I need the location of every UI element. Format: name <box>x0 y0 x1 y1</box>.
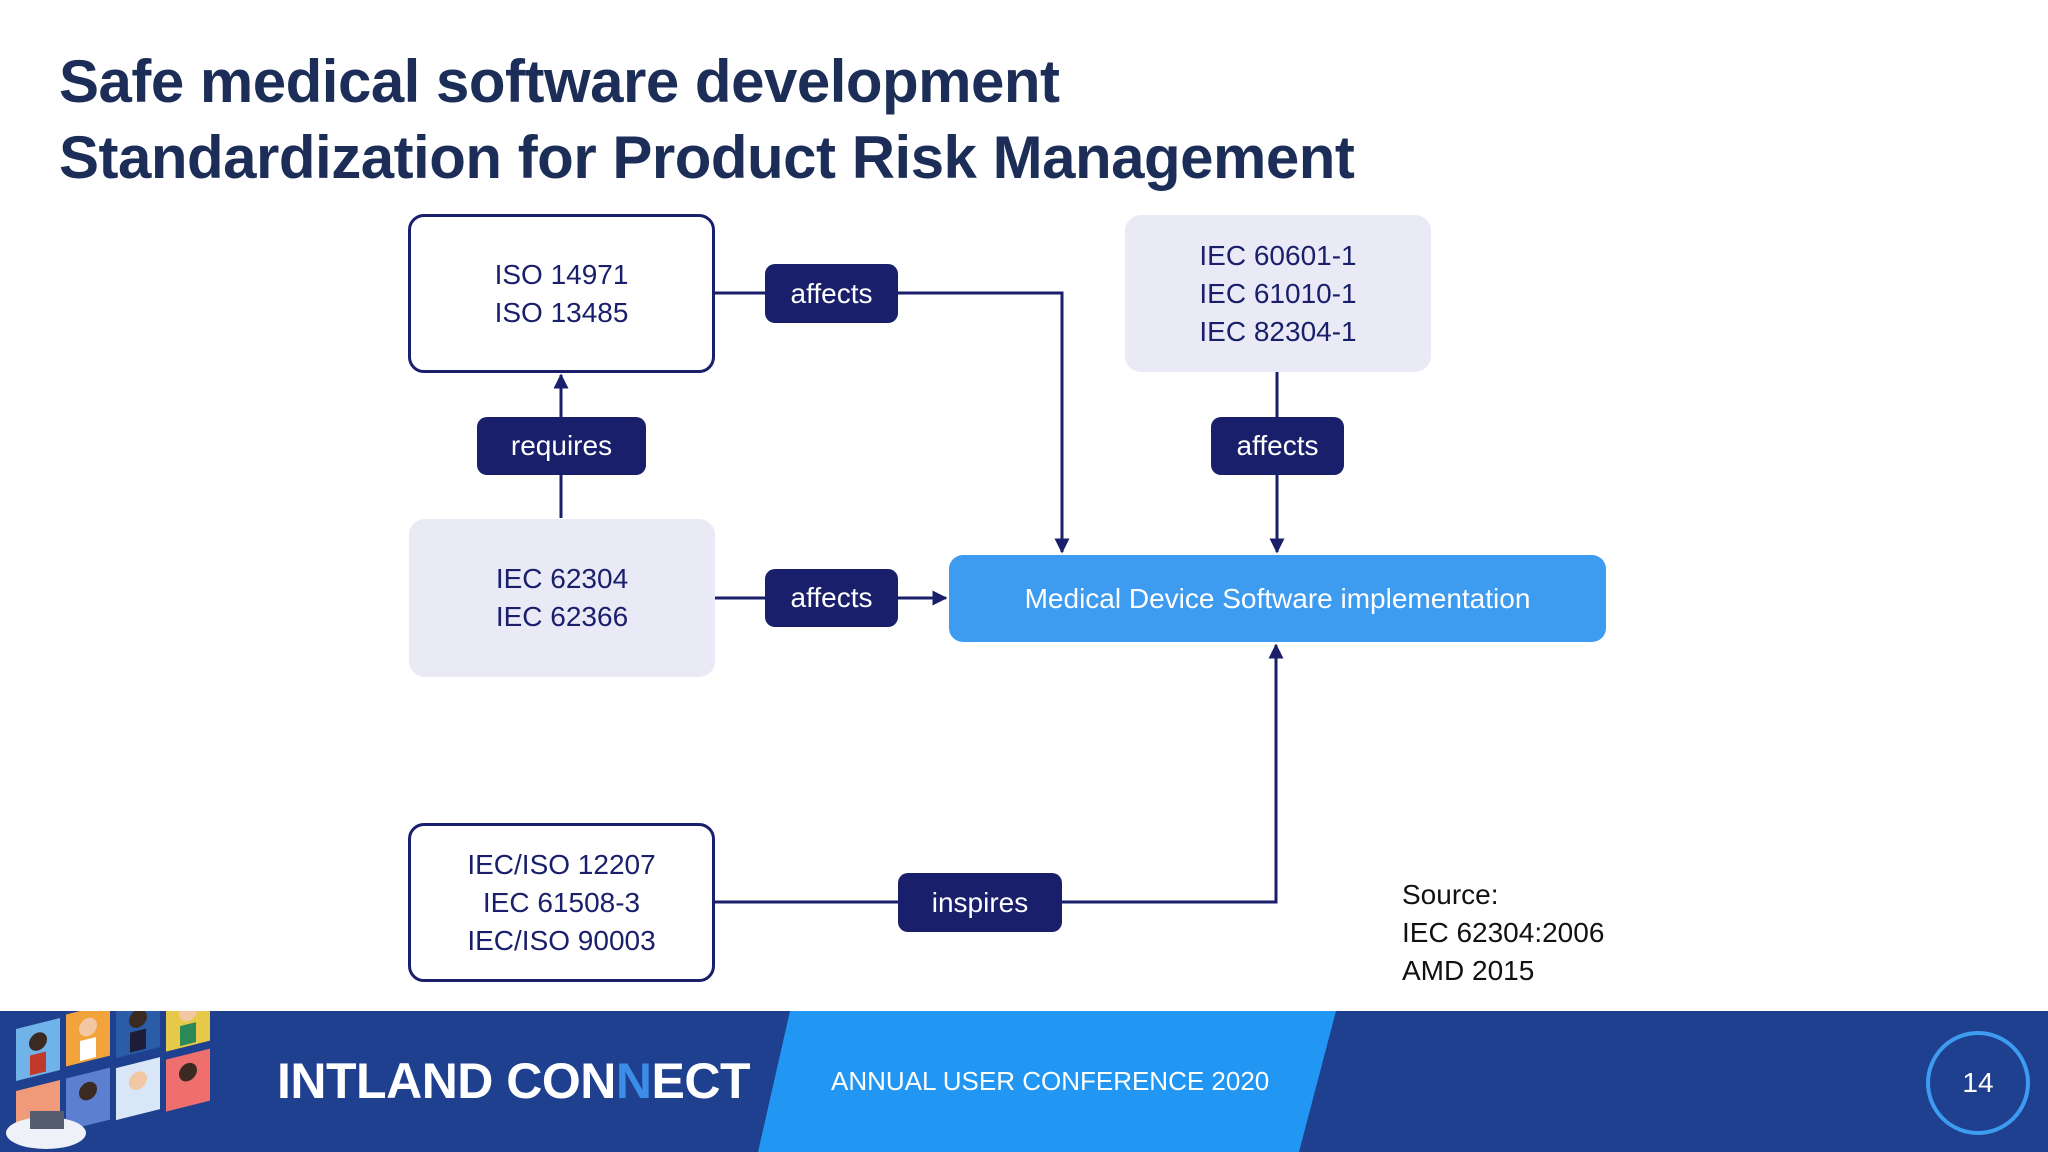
conference-name: ANNUAL USER CONFERENCE 2020 <box>831 1066 1270 1096</box>
node-line: IEC/ISO 12207 <box>467 848 656 880</box>
brand-logo: INTLAND CONNECT <box>277 1053 751 1109</box>
source-amendment: AMD 2015 <box>1402 955 1535 986</box>
title-line-2: Standardization for Product Risk Managem… <box>59 124 1355 191</box>
edge-iec-iso-process-to-target <box>714 643 1284 904</box>
source-note: Source: IEC 62304:2006 AMD 2015 <box>1402 876 1604 990</box>
edge-iso-quality-to-target <box>714 291 1070 554</box>
slide-title: Safe medical software development Standa… <box>59 44 1355 196</box>
node-line: ISO 13485 <box>494 296 629 328</box>
edge-label-affects-iec-software: affects <box>765 569 898 627</box>
title-line-1: Safe medical software development <box>59 48 1060 115</box>
footer-light-band <box>758 1011 1336 1152</box>
node-iec-iso-process-standards: IEC/ISO 12207 IEC 61508-3 IEC/ISO 90003 <box>408 823 715 982</box>
node-line: IEC/ISO 90003 <box>467 924 656 956</box>
diagram-connectors <box>553 291 1285 904</box>
edge-label-inspires: inspires <box>898 873 1062 932</box>
node-iec-device-standards: IEC 60601-1 IEC 61010-1 IEC 82304-1 <box>1125 215 1431 372</box>
conference-people-illustration <box>6 1011 210 1149</box>
page-number: 14 <box>1926 1031 2030 1135</box>
node-line: IEC 61010-1 <box>1199 277 1357 309</box>
node-medical-device-software: Medical Device Software implementation <box>949 555 1606 642</box>
node-line: IEC 61508-3 <box>482 886 641 918</box>
edge-label-requires: requires <box>477 417 646 475</box>
source-label: Source: <box>1402 879 1499 910</box>
node-line: IEC 60601-1 <box>1199 239 1357 271</box>
node-iso-quality-standards: ISO 14971 ISO 13485 <box>408 214 715 373</box>
edge-label-affects-iso: affects <box>765 264 898 323</box>
edge-label-affects-iec-device: affects <box>1211 417 1344 475</box>
node-line: ISO 14971 <box>494 258 629 290</box>
node-iec-software-standards: IEC 62304 IEC 62366 <box>409 519 715 677</box>
source-standard: IEC 62304:2006 <box>1402 917 1605 948</box>
footer-bar: INTLAND CONNECT ANNUAL USER CONFERENCE 2… <box>0 1011 2048 1152</box>
node-line: IEC 62366 <box>495 601 629 632</box>
node-line: IEC 62304 <box>495 563 629 594</box>
node-line: IEC 82304-1 <box>1199 315 1357 347</box>
